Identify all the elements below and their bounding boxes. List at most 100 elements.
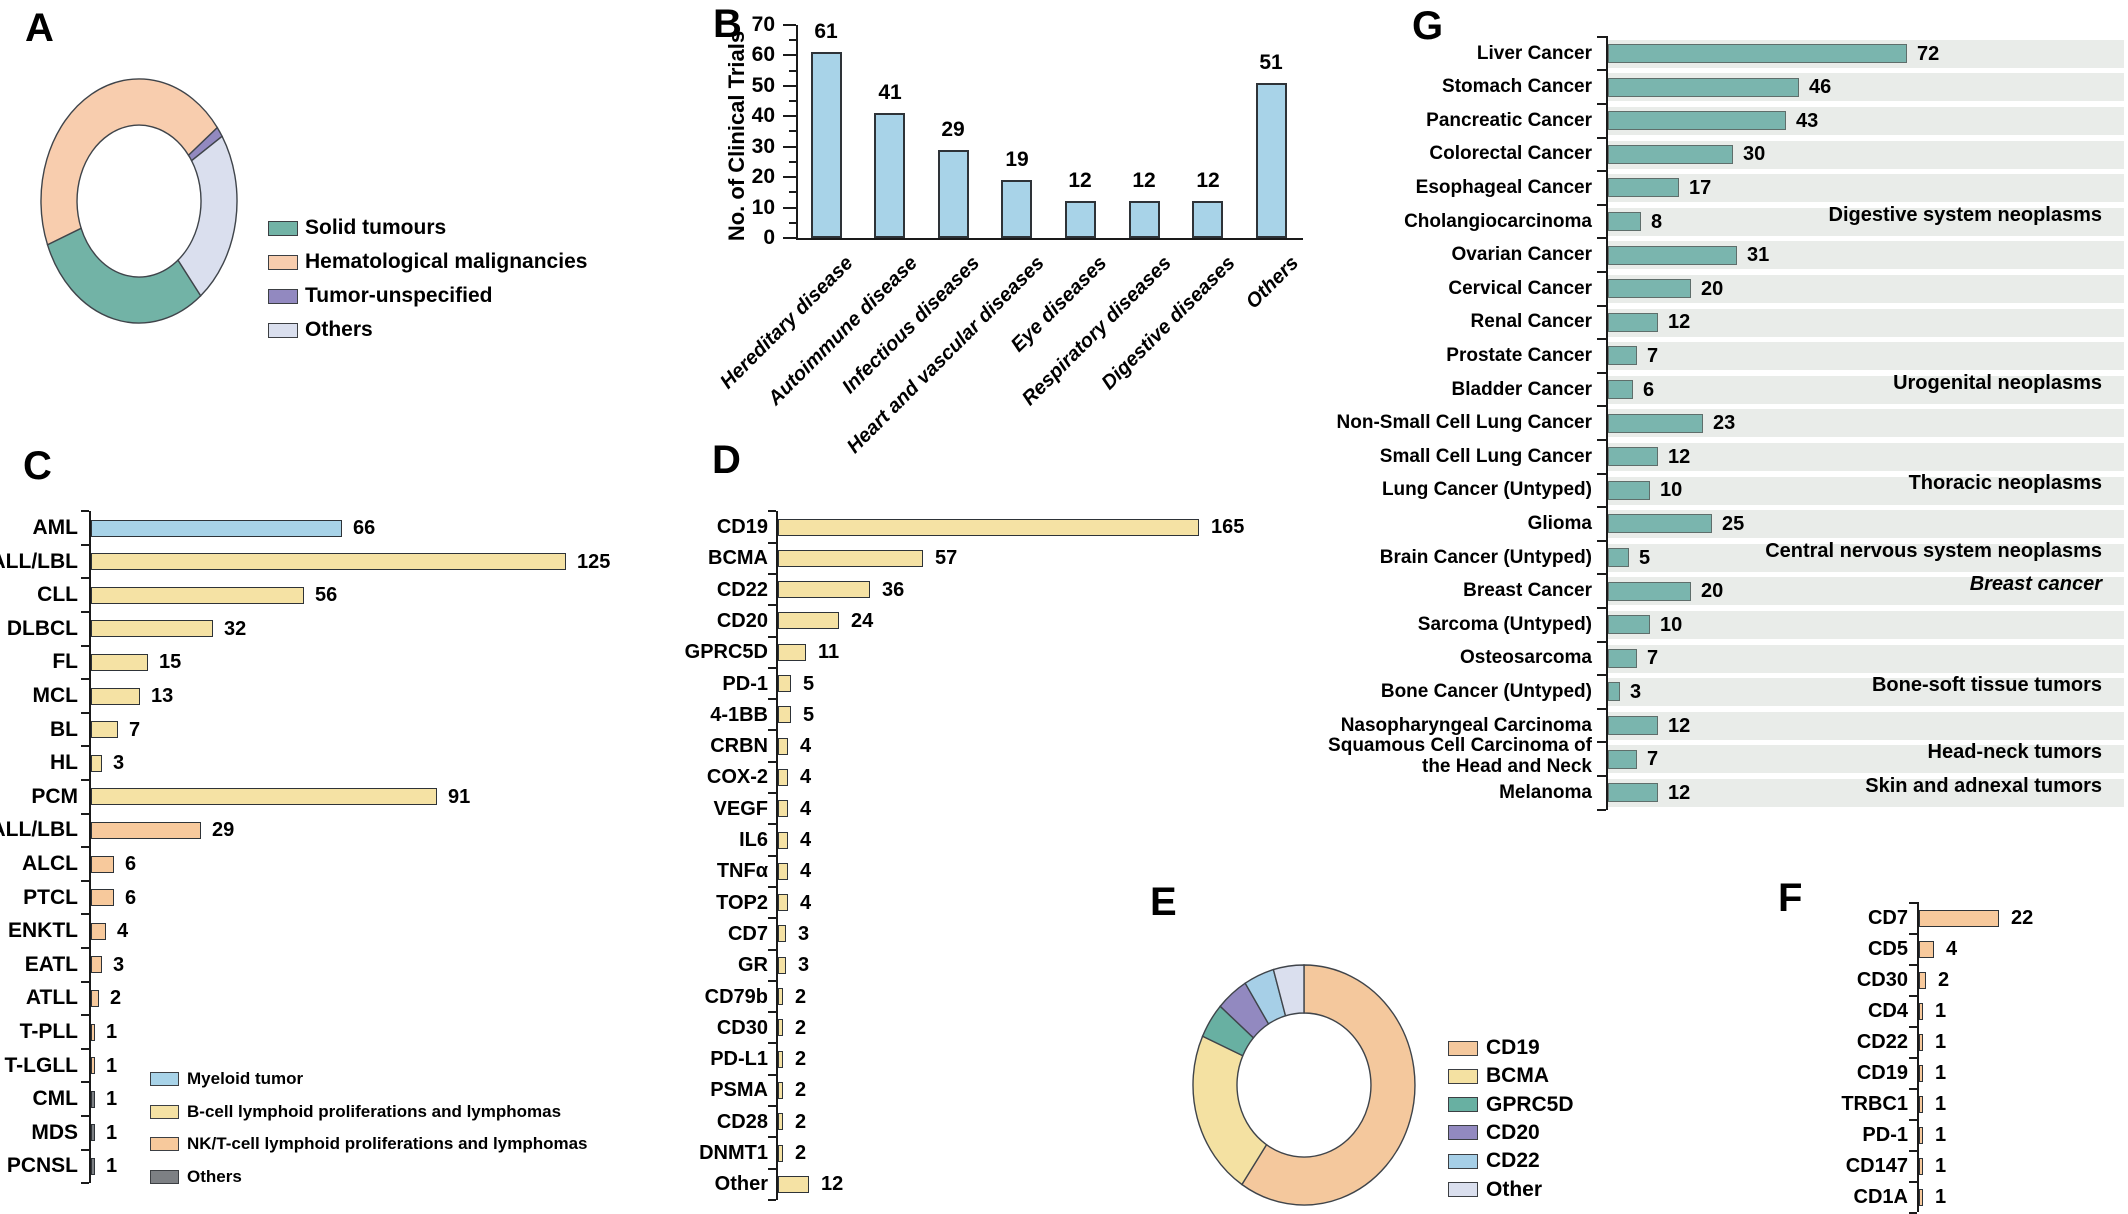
g-category-label-squamous-cell-carcinoma-of-the-head-and-neck: Squamous Cell Carcinoma of the Head and … bbox=[1328, 735, 1592, 777]
f-category-label-cd7: CD7 bbox=[1867, 907, 1908, 929]
g-bar-bone-cancer-untyped bbox=[1608, 682, 1620, 701]
g-bar-breast-cancer bbox=[1608, 582, 1691, 601]
b-y-axis-tick bbox=[789, 222, 796, 224]
d-category-label-tnf: TNFα bbox=[716, 860, 768, 882]
a-legend-swatch-others bbox=[268, 323, 298, 338]
c-bar-b-all-lbl bbox=[91, 553, 566, 570]
d-category-label-cd79b: CD79b bbox=[704, 986, 768, 1008]
c-value-label-t-all-lbl: 29 bbox=[212, 819, 235, 841]
a-donut-segment-others bbox=[177, 135, 238, 297]
g-axis-tick bbox=[1597, 137, 1606, 139]
b-bar-heart-and-vascular-diseases bbox=[1001, 180, 1032, 238]
a-donut-chart bbox=[40, 78, 238, 324]
g-value-label-nasopharyngeal-carcinoma: 12 bbox=[1668, 715, 1691, 737]
c-bar-t-all-lbl bbox=[91, 822, 201, 839]
d-category-label-top2: TOP2 bbox=[716, 892, 768, 914]
d-category-label-dnmt1: DNMT1 bbox=[699, 1142, 768, 1164]
d-axis-tick bbox=[768, 1168, 776, 1170]
c-axis-tick bbox=[81, 1014, 89, 1016]
g-axis-tick bbox=[1597, 170, 1606, 172]
d-value-label-other: 12 bbox=[821, 1173, 844, 1195]
b-y-axis-tick bbox=[789, 191, 796, 193]
g-category-label-melanoma: Melanoma bbox=[1499, 782, 1592, 803]
g-value-label-colorectal-cancer: 30 bbox=[1743, 143, 1766, 165]
g-value-label-esophageal-cancer: 17 bbox=[1689, 177, 1712, 199]
f-axis-tick bbox=[1909, 964, 1917, 966]
g-bar-prostate-cancer bbox=[1608, 346, 1637, 365]
c-bar-cml bbox=[91, 1091, 95, 1108]
f-value-label-cd5: 4 bbox=[1946, 938, 1958, 960]
e-legend-swatch-gprc5d bbox=[1448, 1097, 1478, 1112]
g-bar-brain-cancer-untyped bbox=[1608, 548, 1629, 567]
g-category-label-bone-cancer-untyped: Bone Cancer (Untyped) bbox=[1380, 681, 1592, 702]
c-bar-mds bbox=[91, 1124, 95, 1141]
c-axis-tick bbox=[81, 745, 89, 747]
f-value-label-cd19: 1 bbox=[1935, 1062, 1947, 1084]
g-bar-renal-cancer bbox=[1608, 313, 1658, 332]
b-y-axis-tick bbox=[783, 176, 796, 178]
c-category-label-mds: MDS bbox=[31, 1121, 78, 1144]
b-y-axis-tick bbox=[783, 146, 796, 148]
g-value-label-osteosarcoma: 7 bbox=[1647, 647, 1659, 669]
d-axis-tick bbox=[768, 792, 776, 794]
b-value-label-infectious-diseases: 29 bbox=[941, 118, 965, 141]
c-value-label-bl: 7 bbox=[129, 719, 141, 741]
f-category-label-cd5: CD5 bbox=[1867, 938, 1908, 960]
c-axis-tick bbox=[81, 1081, 89, 1083]
c-axis-tick bbox=[81, 577, 89, 579]
d-category-label-psma: PSMA bbox=[710, 1079, 768, 1101]
b-bar-eye-diseases bbox=[1065, 201, 1096, 238]
f-axis-tick bbox=[1909, 933, 1917, 935]
c-value-label-t-lgll: 1 bbox=[106, 1055, 118, 1077]
c-category-label-t-pll: T-PLL bbox=[19, 1020, 78, 1043]
c-value-label-alcl: 6 bbox=[125, 853, 137, 875]
c-legend-label-others: Others bbox=[187, 1167, 242, 1186]
f-value-label-cd22: 1 bbox=[1935, 1031, 1947, 1053]
d-bar-dnmt1 bbox=[778, 1145, 783, 1162]
b-value-label-autoimmune-disease: 41 bbox=[878, 81, 902, 104]
c-bar-ptcl bbox=[91, 889, 114, 906]
g-axis-tick bbox=[1597, 69, 1606, 71]
d-category-label-il6: IL6 bbox=[739, 829, 768, 851]
b-y-axis-tick bbox=[783, 237, 796, 239]
g-axis-tick bbox=[1597, 103, 1606, 105]
c-bar-pcnsl bbox=[91, 1158, 95, 1175]
d-value-label-bcma: 57 bbox=[935, 547, 958, 569]
g-axis-tick bbox=[1597, 473, 1606, 475]
d-axis-tick bbox=[768, 886, 776, 888]
b-bar-digestive-diseases bbox=[1192, 201, 1223, 238]
d-bar-cd22 bbox=[778, 581, 870, 598]
f-value-label-cd4: 1 bbox=[1935, 1000, 1947, 1022]
d-value-label-cd30: 2 bbox=[795, 1017, 807, 1039]
g-bar-liver-cancer bbox=[1608, 44, 1907, 63]
c-category-label-mcl: MCL bbox=[32, 684, 79, 707]
g-category-label-osteosarcoma: Osteosarcoma bbox=[1459, 647, 1592, 668]
f-axis-tick bbox=[1909, 1119, 1917, 1121]
g-value-label-sarcoma-untyped: 10 bbox=[1660, 614, 1683, 636]
a-legend-swatch-hematological-malignancies bbox=[268, 255, 298, 270]
f-bar-trbc1 bbox=[1919, 1096, 1923, 1113]
c-category-label-hl: HL bbox=[50, 751, 78, 774]
c-category-label-bl: BL bbox=[50, 718, 78, 741]
g-axis-tick bbox=[1597, 674, 1606, 676]
b-value-label-eye-diseases: 12 bbox=[1068, 169, 1092, 192]
b-value-label-others: 51 bbox=[1259, 51, 1283, 74]
d-value-label-cd79b: 2 bbox=[795, 986, 807, 1008]
e-legend-label-cd22: CD22 bbox=[1486, 1149, 1540, 1172]
d-value-label-il6: 4 bbox=[800, 829, 812, 851]
c-value-label-pcm: 91 bbox=[448, 786, 471, 808]
c-legend-swatch-b-cell-lymphoid-proliferations-and-lymphomas bbox=[150, 1105, 179, 1119]
a-legend-label-tumor-unspecified: Tumor-unspecified bbox=[305, 284, 493, 307]
d-value-label-cox-2: 4 bbox=[800, 766, 812, 788]
c-axis-tick bbox=[81, 1115, 89, 1117]
g-row-band-brain-cancer-untyped bbox=[1608, 544, 2124, 572]
d-category-label-cox-2: COX-2 bbox=[706, 766, 768, 788]
g-axis-tick bbox=[1597, 741, 1606, 743]
a-legend-swatch-solid-tumours bbox=[268, 221, 298, 236]
g-axis-tick bbox=[1597, 506, 1606, 508]
g-group-label-urogenital-neoplasms: Urogenital neoplasms bbox=[1893, 372, 2102, 394]
e-donut-segment-other bbox=[1272, 964, 1305, 1017]
b-y-tick-label-50: 50 bbox=[751, 74, 775, 97]
e-legend-label-gprc5d: GPRC5D bbox=[1486, 1093, 1574, 1116]
c-axis-tick bbox=[81, 1149, 89, 1151]
